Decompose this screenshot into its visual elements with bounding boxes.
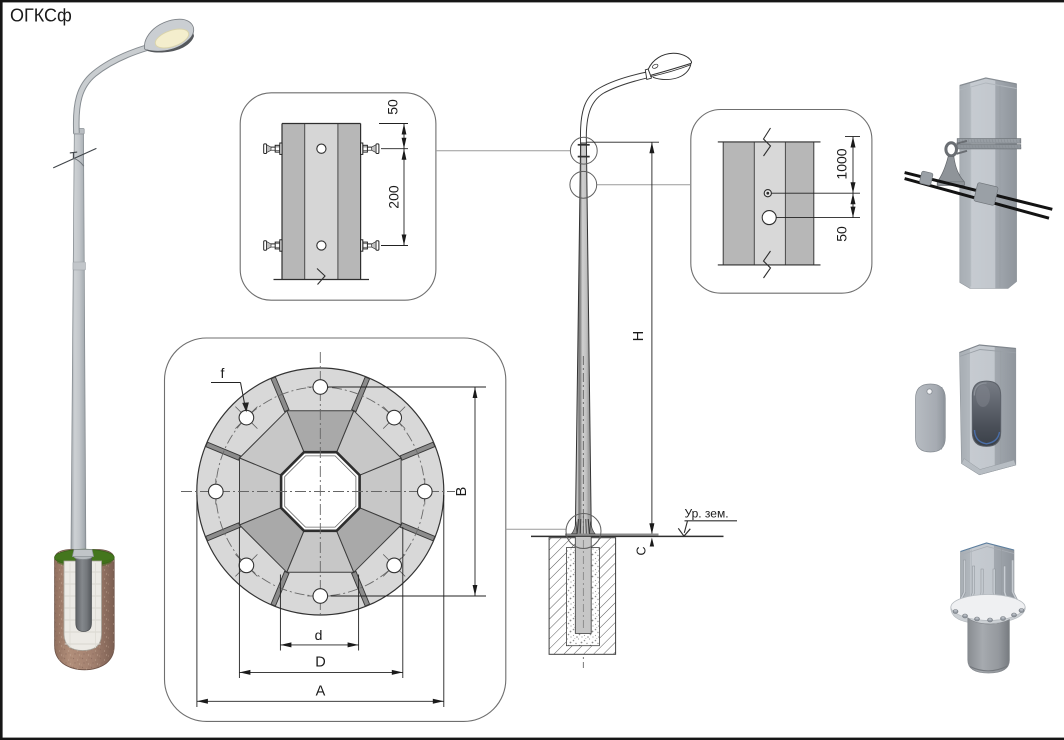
- svg-text:d: d: [315, 627, 323, 643]
- svg-text:200: 200: [386, 185, 402, 209]
- svg-text:D: D: [315, 655, 325, 671]
- svg-text:50: 50: [834, 226, 850, 242]
- svg-text:ОГКСф: ОГКСф: [10, 6, 72, 26]
- svg-text:A: A: [316, 684, 326, 700]
- svg-text:1000: 1000: [834, 148, 850, 179]
- svg-text:B: B: [454, 487, 470, 497]
- svg-text:H: H: [631, 331, 647, 341]
- svg-text:f: f: [221, 365, 225, 381]
- svg-text:C: C: [635, 546, 649, 555]
- svg-text:50: 50: [385, 99, 401, 115]
- svg-text:Ур. зем.: Ур. зем.: [685, 507, 729, 521]
